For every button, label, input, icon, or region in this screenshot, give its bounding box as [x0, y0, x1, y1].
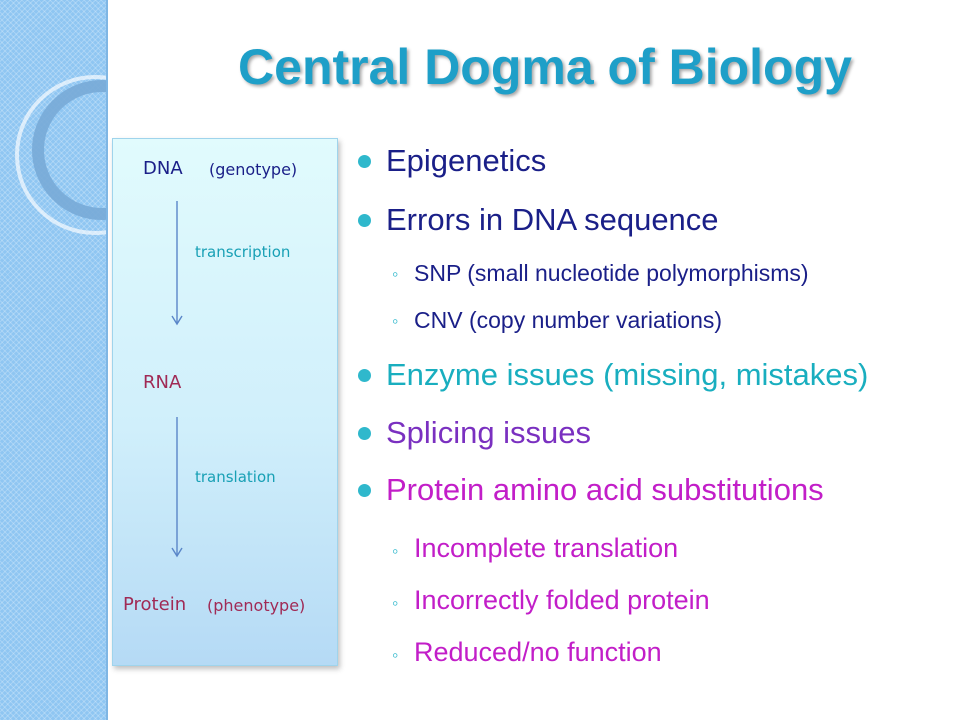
- rna-label: RNA: [143, 372, 182, 393]
- sub-bullet-ring-icon: ◦: [392, 541, 399, 561]
- bullet-text: Splicing issues: [386, 415, 592, 450]
- sub-bullet-text: Incorrectly folded protein: [414, 585, 710, 615]
- genotype-label: (genotype): [209, 160, 298, 179]
- bullet-dot-icon: [358, 484, 371, 497]
- sub-bullet-text: Incomplete translation: [414, 533, 679, 563]
- sub-bullet-ring-icon: ◦: [392, 593, 399, 613]
- bullet-text: Enzyme issues (missing, mistakes): [386, 357, 869, 392]
- transcription-label: transcription: [195, 243, 291, 261]
- arrow-down-icon: [171, 201, 183, 326]
- arrow-down-icon: [171, 417, 183, 558]
- bullet-text: Epigenetics: [386, 143, 547, 178]
- bullet-dot-icon: [358, 155, 371, 168]
- rings-decoration: [15, 75, 106, 235]
- bullet-text: Errors in DNA sequence: [386, 202, 719, 237]
- dna-label: DNA: [143, 158, 183, 179]
- sub-bullet-ring-icon: ◦: [392, 311, 399, 331]
- bullet-dot-icon: [358, 369, 371, 382]
- sub-bullet-text: SNP (small nucleotide polymorphisms): [414, 260, 809, 286]
- central-dogma-panel: DNA (genotype) transcription RNA transla…: [112, 138, 338, 666]
- translation-label: translation: [195, 468, 276, 486]
- protein-label: Protein: [123, 594, 187, 615]
- phenotype-label: (phenotype): [207, 596, 306, 615]
- sub-bullet-ring-icon: ◦: [392, 645, 399, 665]
- left-decorative-band: [0, 0, 108, 720]
- sub-bullet-ring-icon: ◦: [392, 264, 399, 284]
- slide-title: Central Dogma of Biology: [238, 39, 852, 95]
- sub-bullet-text: CNV (copy number variations): [414, 307, 723, 333]
- bullet-dot-icon: [358, 427, 371, 440]
- bullet-text: Protein amino acid substitutions: [386, 472, 824, 507]
- bullet-dot-icon: [358, 214, 371, 227]
- sub-bullet-text: Reduced/no function: [414, 637, 662, 667]
